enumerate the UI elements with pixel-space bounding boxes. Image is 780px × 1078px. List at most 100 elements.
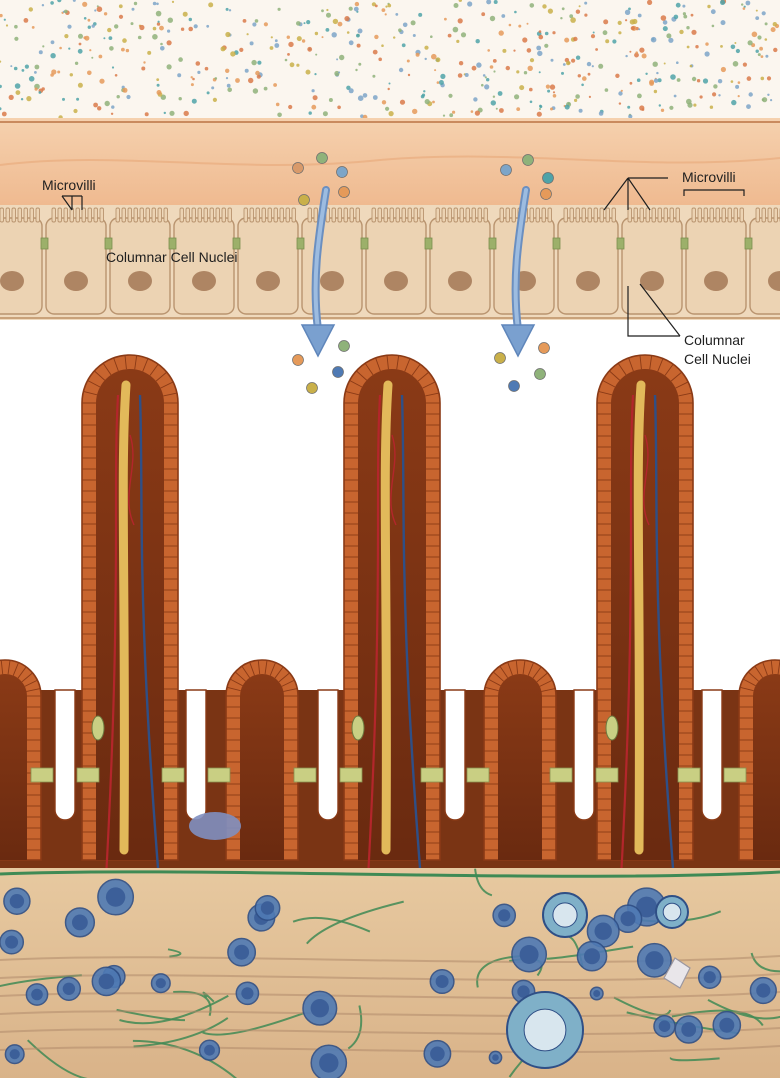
- nutrient-particle: [542, 4, 547, 9]
- nutrient-particle: [552, 31, 556, 35]
- cell-border: [770, 660, 774, 675]
- nutrient-particle: [501, 14, 506, 18]
- nutrient-particle: [99, 78, 105, 84]
- nutrient-particle: [204, 66, 209, 71]
- nutrient-particle: [658, 104, 661, 107]
- microvillus: [697, 207, 702, 223]
- nutrient-particle: [458, 0, 462, 2]
- nutrient-particle: [169, 110, 175, 116]
- nutrient-particle: [263, 86, 268, 91]
- nutrient-particle: [569, 14, 574, 19]
- nutrient-particle: [537, 50, 543, 57]
- nutrient-particle: [372, 49, 378, 55]
- nutrient-particle: [344, 16, 350, 22]
- nutrient-particle: [322, 111, 328, 117]
- nutrient-particle: [732, 61, 739, 67]
- immune-cell-nucleus: [584, 948, 600, 965]
- nutrient-particle: [604, 88, 609, 92]
- nutrient-particle: [378, 57, 383, 62]
- nutrient-particle: [68, 47, 71, 50]
- nutrient-particle: [673, 14, 679, 20]
- immune-cell-nucleus: [98, 973, 115, 990]
- absorbed-particle: [332, 366, 344, 378]
- nutrient-particle: [552, 94, 557, 98]
- nutrient-particle: [337, 21, 343, 27]
- nutrient-particle: [251, 59, 257, 66]
- immune-cell-nucleus: [204, 1044, 215, 1056]
- cell-border: [163, 392, 178, 397]
- immune-cell-nucleus: [636, 896, 657, 918]
- nutrient-particle: [180, 27, 185, 31]
- nutrient-particle: [508, 23, 512, 27]
- cell-border: [602, 380, 616, 388]
- microvillus: [57, 207, 62, 223]
- nutrient-particle: [561, 7, 565, 11]
- nutrient-particle: [746, 76, 752, 81]
- microvillus: [477, 207, 482, 223]
- lumen-background: [0, 0, 780, 125]
- nutrient-particle: [156, 2, 159, 6]
- microvillus: [279, 207, 284, 223]
- immune-cell-nucleus: [498, 909, 511, 922]
- intestinal-crypt: [701, 689, 723, 821]
- cell-border: [639, 355, 642, 370]
- nutrient-particle: [447, 33, 452, 38]
- nutrient-particle: [77, 82, 83, 88]
- immune-cell-nucleus: [620, 911, 636, 927]
- microvillus: [63, 207, 68, 223]
- nutrient-particle: [263, 22, 268, 27]
- nutrient-particle: [94, 9, 97, 12]
- microvillus: [599, 207, 604, 223]
- absorbed-particle: [338, 186, 350, 198]
- capillary: [390, 434, 397, 526]
- nutrient-particle: [529, 58, 535, 63]
- columnar-cell: [493, 217, 555, 315]
- nutrient-particle: [103, 12, 108, 16]
- nutrient-particle: [767, 93, 770, 97]
- down-curved-arrow-icon: [300, 324, 336, 358]
- nutrient-particle: [444, 17, 447, 21]
- tight-junction: [104, 237, 113, 250]
- nutrient-particle: [605, 39, 610, 44]
- nutrient-particle: [702, 78, 709, 84]
- nutrient-particle: [197, 70, 201, 74]
- absorbed-particle: [542, 172, 554, 184]
- goblet-cell: [30, 767, 54, 783]
- nutrient-particle: [423, 90, 426, 93]
- microvillus: [331, 207, 336, 223]
- immune-cell-nucleus: [658, 1020, 671, 1032]
- microvillus: [81, 207, 86, 223]
- nutrient-particle: [452, 110, 456, 114]
- cell-border: [87, 380, 101, 388]
- nutrient-particle: [131, 7, 135, 11]
- columnar-cell: [365, 217, 427, 315]
- microvillus: [337, 207, 342, 223]
- columnar-cell: [0, 217, 43, 315]
- nutrient-particle: [402, 22, 408, 28]
- cell-nucleus: [448, 271, 472, 291]
- nutrient-particle: [252, 88, 259, 94]
- microvillus: [389, 207, 394, 223]
- nutrient-particle: [301, 39, 306, 43]
- paneth-cell-cluster: [189, 812, 241, 840]
- immune-cell-nucleus: [492, 1054, 499, 1061]
- nutrient-particle: [720, 20, 726, 26]
- arteriole: [98, 394, 120, 981]
- cell-border: [102, 362, 112, 376]
- nutrient-particle: [395, 13, 399, 16]
- nutrient-particle: [336, 58, 339, 61]
- cell-border: [670, 371, 683, 382]
- tight-junction: [744, 237, 753, 250]
- nutrient-particle: [337, 105, 341, 110]
- lacteal: [118, 380, 131, 855]
- microvillus: [209, 207, 214, 223]
- cell-border: [149, 363, 159, 376]
- nutrient-particle: [737, 95, 740, 98]
- short-villus: [738, 659, 780, 861]
- nutrient-particle: [357, 28, 363, 34]
- capillary: [128, 434, 135, 526]
- microvillus: [35, 207, 40, 223]
- nutrient-particle: [159, 25, 164, 31]
- nutrient-particle: [96, 6, 103, 12]
